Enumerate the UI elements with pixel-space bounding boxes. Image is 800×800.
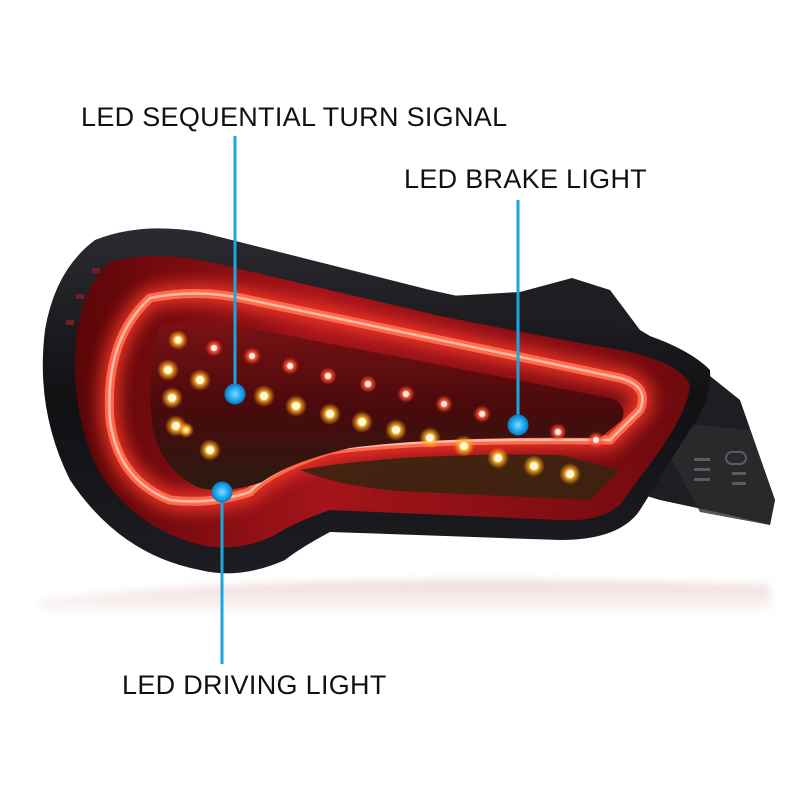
callout-lines bbox=[220, 136, 520, 664]
led-row-lower bbox=[161, 387, 581, 485]
bracket-markings bbox=[694, 451, 747, 485]
turn-signal-callout-label: LED SEQUENTIAL TURN SIGNAL bbox=[81, 102, 508, 132]
callout-dot-icon bbox=[211, 481, 233, 503]
led-cavity bbox=[150, 322, 624, 490]
led-row-middle bbox=[157, 359, 475, 457]
callout-dots bbox=[211, 383, 529, 503]
callout-dot-icon bbox=[507, 414, 529, 436]
led-row-top bbox=[168, 330, 605, 449]
callout-dot-icon bbox=[224, 383, 246, 405]
side-reflectors bbox=[66, 268, 100, 325]
floor-reflection bbox=[40, 580, 770, 617]
brake-light-callout-label: LED BRAKE LIGHT bbox=[404, 164, 648, 194]
driving-light-callout-label: LED DRIVING LIGHT bbox=[122, 670, 387, 700]
